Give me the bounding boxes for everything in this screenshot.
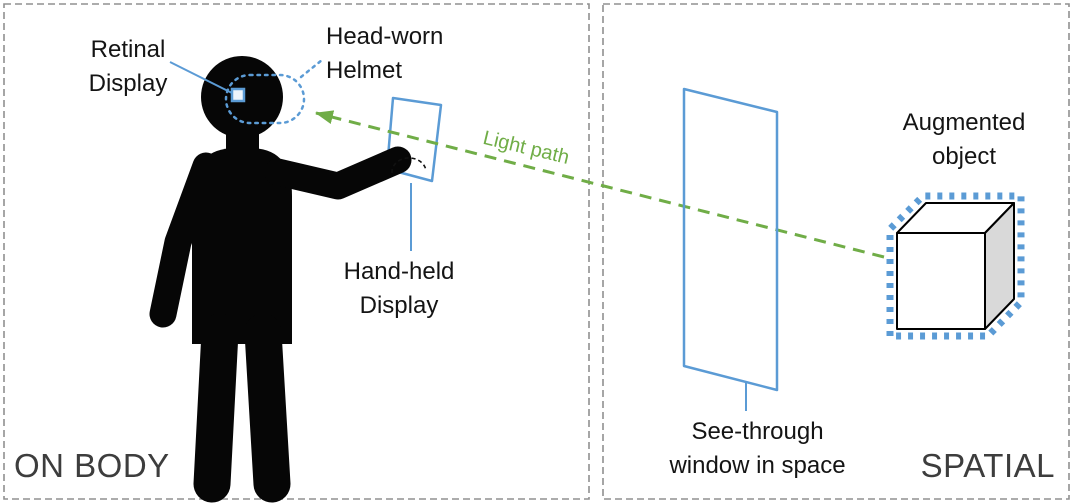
helmet-outline	[224, 73, 306, 125]
person-torso	[192, 148, 292, 344]
label-hand-held-display: Hand-held Display	[343, 258, 455, 319]
panel-spatial-border	[602, 3, 1070, 500]
label-retinal-display: Retinal Display	[88, 36, 168, 97]
cube-front-face	[896, 232, 986, 330]
person-silhouette	[149, 56, 412, 503]
hand-grip-arc	[391, 157, 427, 174]
person-right-arm	[264, 146, 412, 200]
person-left-leg	[193, 313, 239, 503]
person-right-leg	[244, 313, 291, 503]
augmented-object-cube	[886, 192, 1025, 340]
panel-on-body-border	[3, 3, 590, 500]
label-augmented-object: Augmented object	[902, 109, 1026, 170]
caption-spatial: SPATIAL	[920, 447, 1055, 484]
person-left-arm	[149, 152, 220, 328]
caption-on-body: ON BODY	[14, 447, 170, 484]
see-through-window-shape	[682, 87, 779, 392]
retinal-display-connector	[169, 61, 235, 95]
label-head-worn-helmet: Head-worn Helmet	[326, 23, 444, 84]
helmet-connector	[299, 58, 324, 79]
retinal-display-marker	[230, 87, 246, 103]
label-see-through-window: See-through window in space	[669, 418, 846, 479]
light-path-arrow	[315, 110, 885, 259]
